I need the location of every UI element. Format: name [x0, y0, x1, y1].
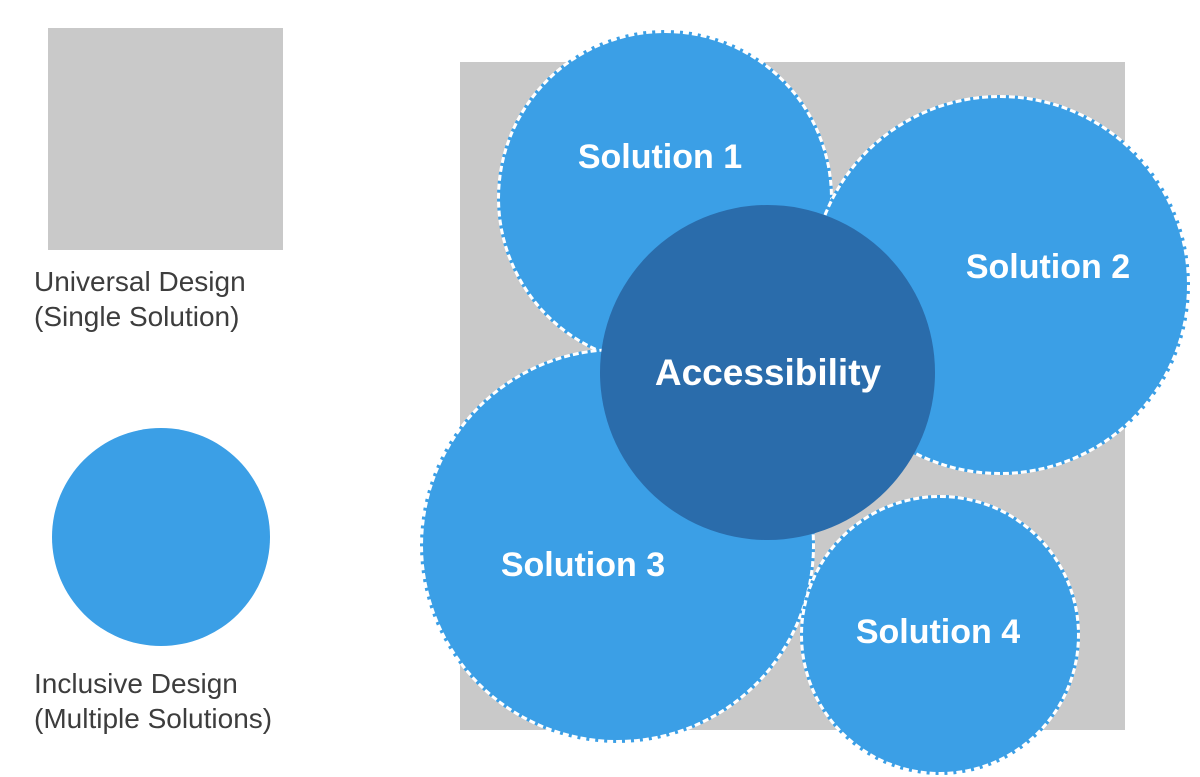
universal-design-label: Universal Design (Single Solution) [34, 264, 246, 334]
universal-design-label-line2: (Single Solution) [34, 301, 240, 332]
accessibility-circle [600, 205, 935, 540]
universal-design-square [48, 28, 283, 250]
solution-1-label: Solution 1 [577, 138, 743, 176]
accessibility-label: Accessibility [654, 352, 882, 393]
inclusive-design-label-line2: (Multiple Solutions) [34, 703, 273, 734]
universal-design-label-line1: Universal Design [34, 266, 246, 297]
inclusive-design-label-line1: Inclusive Design [34, 668, 238, 699]
solution-4-label: Solution 4 [855, 613, 1021, 651]
solution-3-label: Solution 3 [500, 546, 666, 584]
solution-2-label: Solution 2 [965, 248, 1131, 286]
inclusive-design-circle [52, 428, 270, 646]
solution-4-circle [800, 495, 1080, 775]
inclusive-design-label: Inclusive Design (Multiple Solutions) [34, 666, 272, 736]
